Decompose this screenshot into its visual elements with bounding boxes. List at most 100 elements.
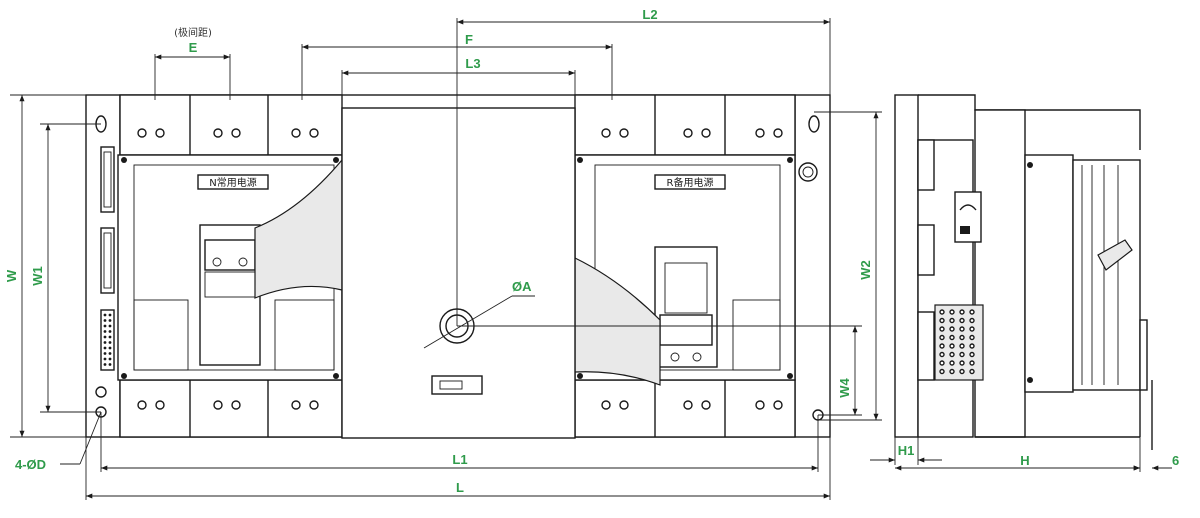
terminal-bolt-hole [619, 128, 629, 138]
note-pole-pitch: (极间距) [174, 26, 212, 39]
side-terminal-screw [939, 317, 945, 324]
terminal-pin [108, 357, 112, 361]
side-terminal-screw [959, 326, 965, 332]
position-indicator [431, 375, 483, 395]
front-view: N常用电源 R备用电源 [85, 94, 831, 439]
terminal-bolt-hole [137, 128, 147, 138]
dim-W: W [4, 269, 19, 282]
terminal-bolt-hole [213, 128, 223, 138]
terminal-pin [103, 341, 107, 344]
side-terminal-screw [969, 334, 975, 341]
terminal-pin [103, 330, 107, 333]
side-terminal-screw [959, 368, 965, 375]
side-terminal-screw [939, 360, 945, 366]
side-dimensions: H1 H 6 [870, 437, 1179, 472]
dim-H: H [1020, 453, 1029, 468]
front-dimensions: E (极间距) F L2 L3 W W1 W2 [4, 7, 882, 500]
dim-W1: W1 [30, 266, 45, 286]
central-mechanism [341, 107, 576, 439]
terminal-bolt-hole [755, 400, 765, 410]
terminal-pin [103, 363, 107, 366]
label-normal-supply: N常用电源 [209, 176, 256, 189]
terminal-bolt-hole [701, 128, 711, 138]
dim-6: 6 [1172, 453, 1179, 468]
side-terminal-screw [939, 334, 945, 341]
side-terminal-screw [959, 360, 965, 366]
terminal-bolt-hole [291, 400, 301, 410]
side-terminal-screw [939, 368, 945, 375]
side-terminal-screw [959, 351, 965, 358]
terminal-pin [108, 313, 112, 317]
terminal-bolt-hole [683, 400, 693, 410]
terminal-bolt-hole [601, 128, 611, 138]
terminal-bolt-hole [213, 400, 223, 410]
terminal-bolt-hole [701, 400, 711, 410]
dim-L1: L1 [452, 452, 467, 467]
dim-W2: W2 [858, 260, 873, 280]
terminal-pin [108, 341, 112, 344]
side-terminal-screw [969, 326, 975, 332]
side-terminal-screw [969, 309, 975, 315]
terminal-pin [108, 324, 112, 328]
side-terminal-screw [959, 309, 965, 315]
dim-phiA: ØA [512, 279, 532, 294]
terminal-bolt-hole [619, 400, 629, 410]
side-terminal-screw [969, 317, 975, 324]
terminal-pin [103, 346, 107, 350]
breaker-normal: N常用电源 [117, 154, 343, 381]
side-terminal-screw [949, 317, 955, 324]
dim-H1: H1 [898, 443, 915, 458]
terminal-bolt-hole [601, 400, 611, 410]
side-terminal-screw [939, 326, 945, 332]
terminal-bolt-hole [231, 400, 241, 410]
terminal-bolt-hole [755, 128, 765, 138]
terminal-pin [103, 357, 107, 361]
side-terminal-screw [949, 343, 955, 349]
side-terminal-screw [949, 368, 955, 375]
terminal-pin [103, 319, 107, 322]
terminal-pin [103, 335, 107, 339]
terminal-bolt-hole [773, 128, 783, 138]
dim-F: F [465, 32, 473, 47]
terminal-pin [103, 352, 107, 355]
side-terminal-screw [969, 360, 975, 366]
terminal-pin [103, 324, 107, 328]
terminal-bolt-hole [309, 128, 319, 138]
side-terminal-screw [969, 351, 975, 358]
dim-L3: L3 [465, 56, 480, 71]
side-terminal-screw [949, 326, 955, 332]
side-terminal-screw [949, 360, 955, 366]
terminal-bolt-hole [291, 128, 301, 138]
terminal-bolt-hole [155, 400, 165, 410]
side-terminal-screw [959, 334, 965, 341]
side-terminal-screw [949, 351, 955, 358]
terminal-pin [103, 313, 107, 317]
mounting-hole-top-right [808, 115, 820, 133]
terminal-pin [108, 335, 112, 339]
terminal-bolt-hole [309, 400, 319, 410]
terminal-bolt-hole [137, 400, 147, 410]
breaker-reserve: R备用电源 [574, 154, 818, 386]
ground-label-plate [954, 191, 982, 243]
side-terminal-screw [959, 343, 965, 349]
terminal-pin [108, 352, 112, 355]
terminal-pin [108, 363, 112, 366]
dim-W4: W4 [837, 377, 852, 397]
side-terminal-screw [959, 317, 965, 324]
dim-L: L [456, 480, 464, 495]
side-terminal-screw [939, 351, 945, 358]
dim-4-phiD: 4-ØD [15, 457, 46, 472]
dim-L2: L2 [642, 7, 657, 22]
side-terminal-screw [949, 334, 955, 341]
terminal-bolt-hole [683, 128, 693, 138]
top-terminals [119, 94, 796, 156]
terminal-pin [108, 330, 112, 333]
label-reserve-supply: R备用电源 [667, 176, 714, 189]
terminal-pin [108, 346, 112, 350]
side-terminal-screw [939, 309, 945, 315]
side-terminal-screw [939, 343, 945, 349]
dim-E: E [189, 40, 198, 55]
control-connectors [100, 146, 115, 371]
terminal-bolt-hole [231, 128, 241, 138]
